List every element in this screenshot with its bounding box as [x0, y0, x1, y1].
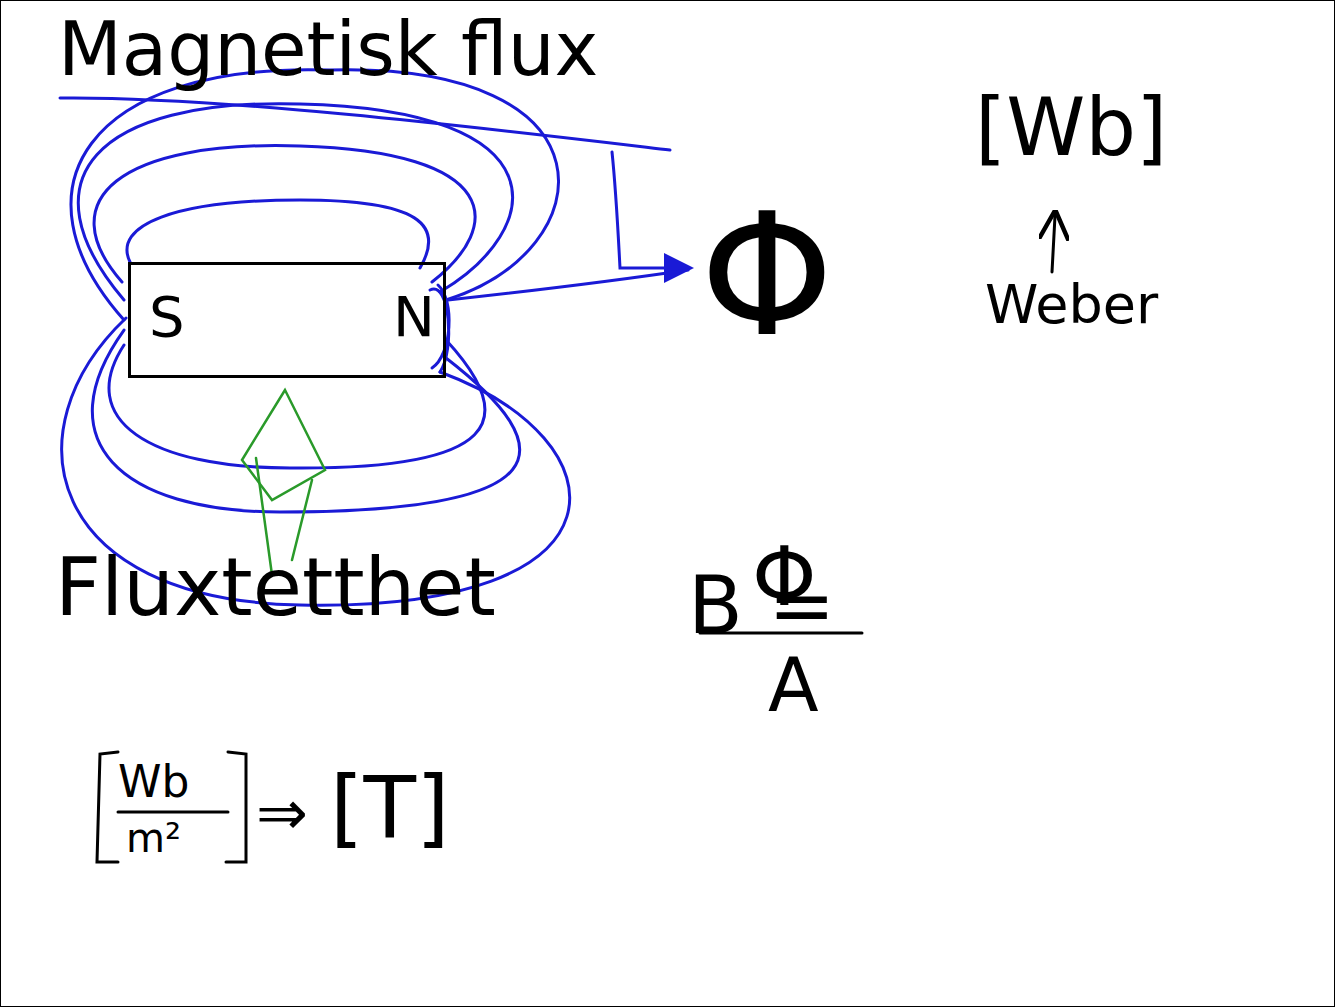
- magnet-bar: SN: [128, 262, 446, 378]
- unit-name: Weber: [985, 278, 1158, 332]
- title-heading: Magnetisk flux: [58, 12, 598, 86]
- pole-letter: N: [393, 289, 435, 345]
- unit-denominator: m²: [126, 818, 181, 858]
- term-label: Fluxtetthet: [55, 548, 496, 628]
- unit-label: [Wb]: [975, 88, 1167, 168]
- unit-numerator: Wb: [118, 760, 189, 804]
- pole-letter: S: [149, 289, 185, 345]
- flux-symbol: Φ: [700, 190, 834, 360]
- implies-arrow: ⇒: [256, 782, 308, 844]
- formula-numerator: Φ: [752, 536, 817, 618]
- formula-denominator: A: [768, 648, 819, 722]
- unit-label: [T]: [330, 764, 450, 850]
